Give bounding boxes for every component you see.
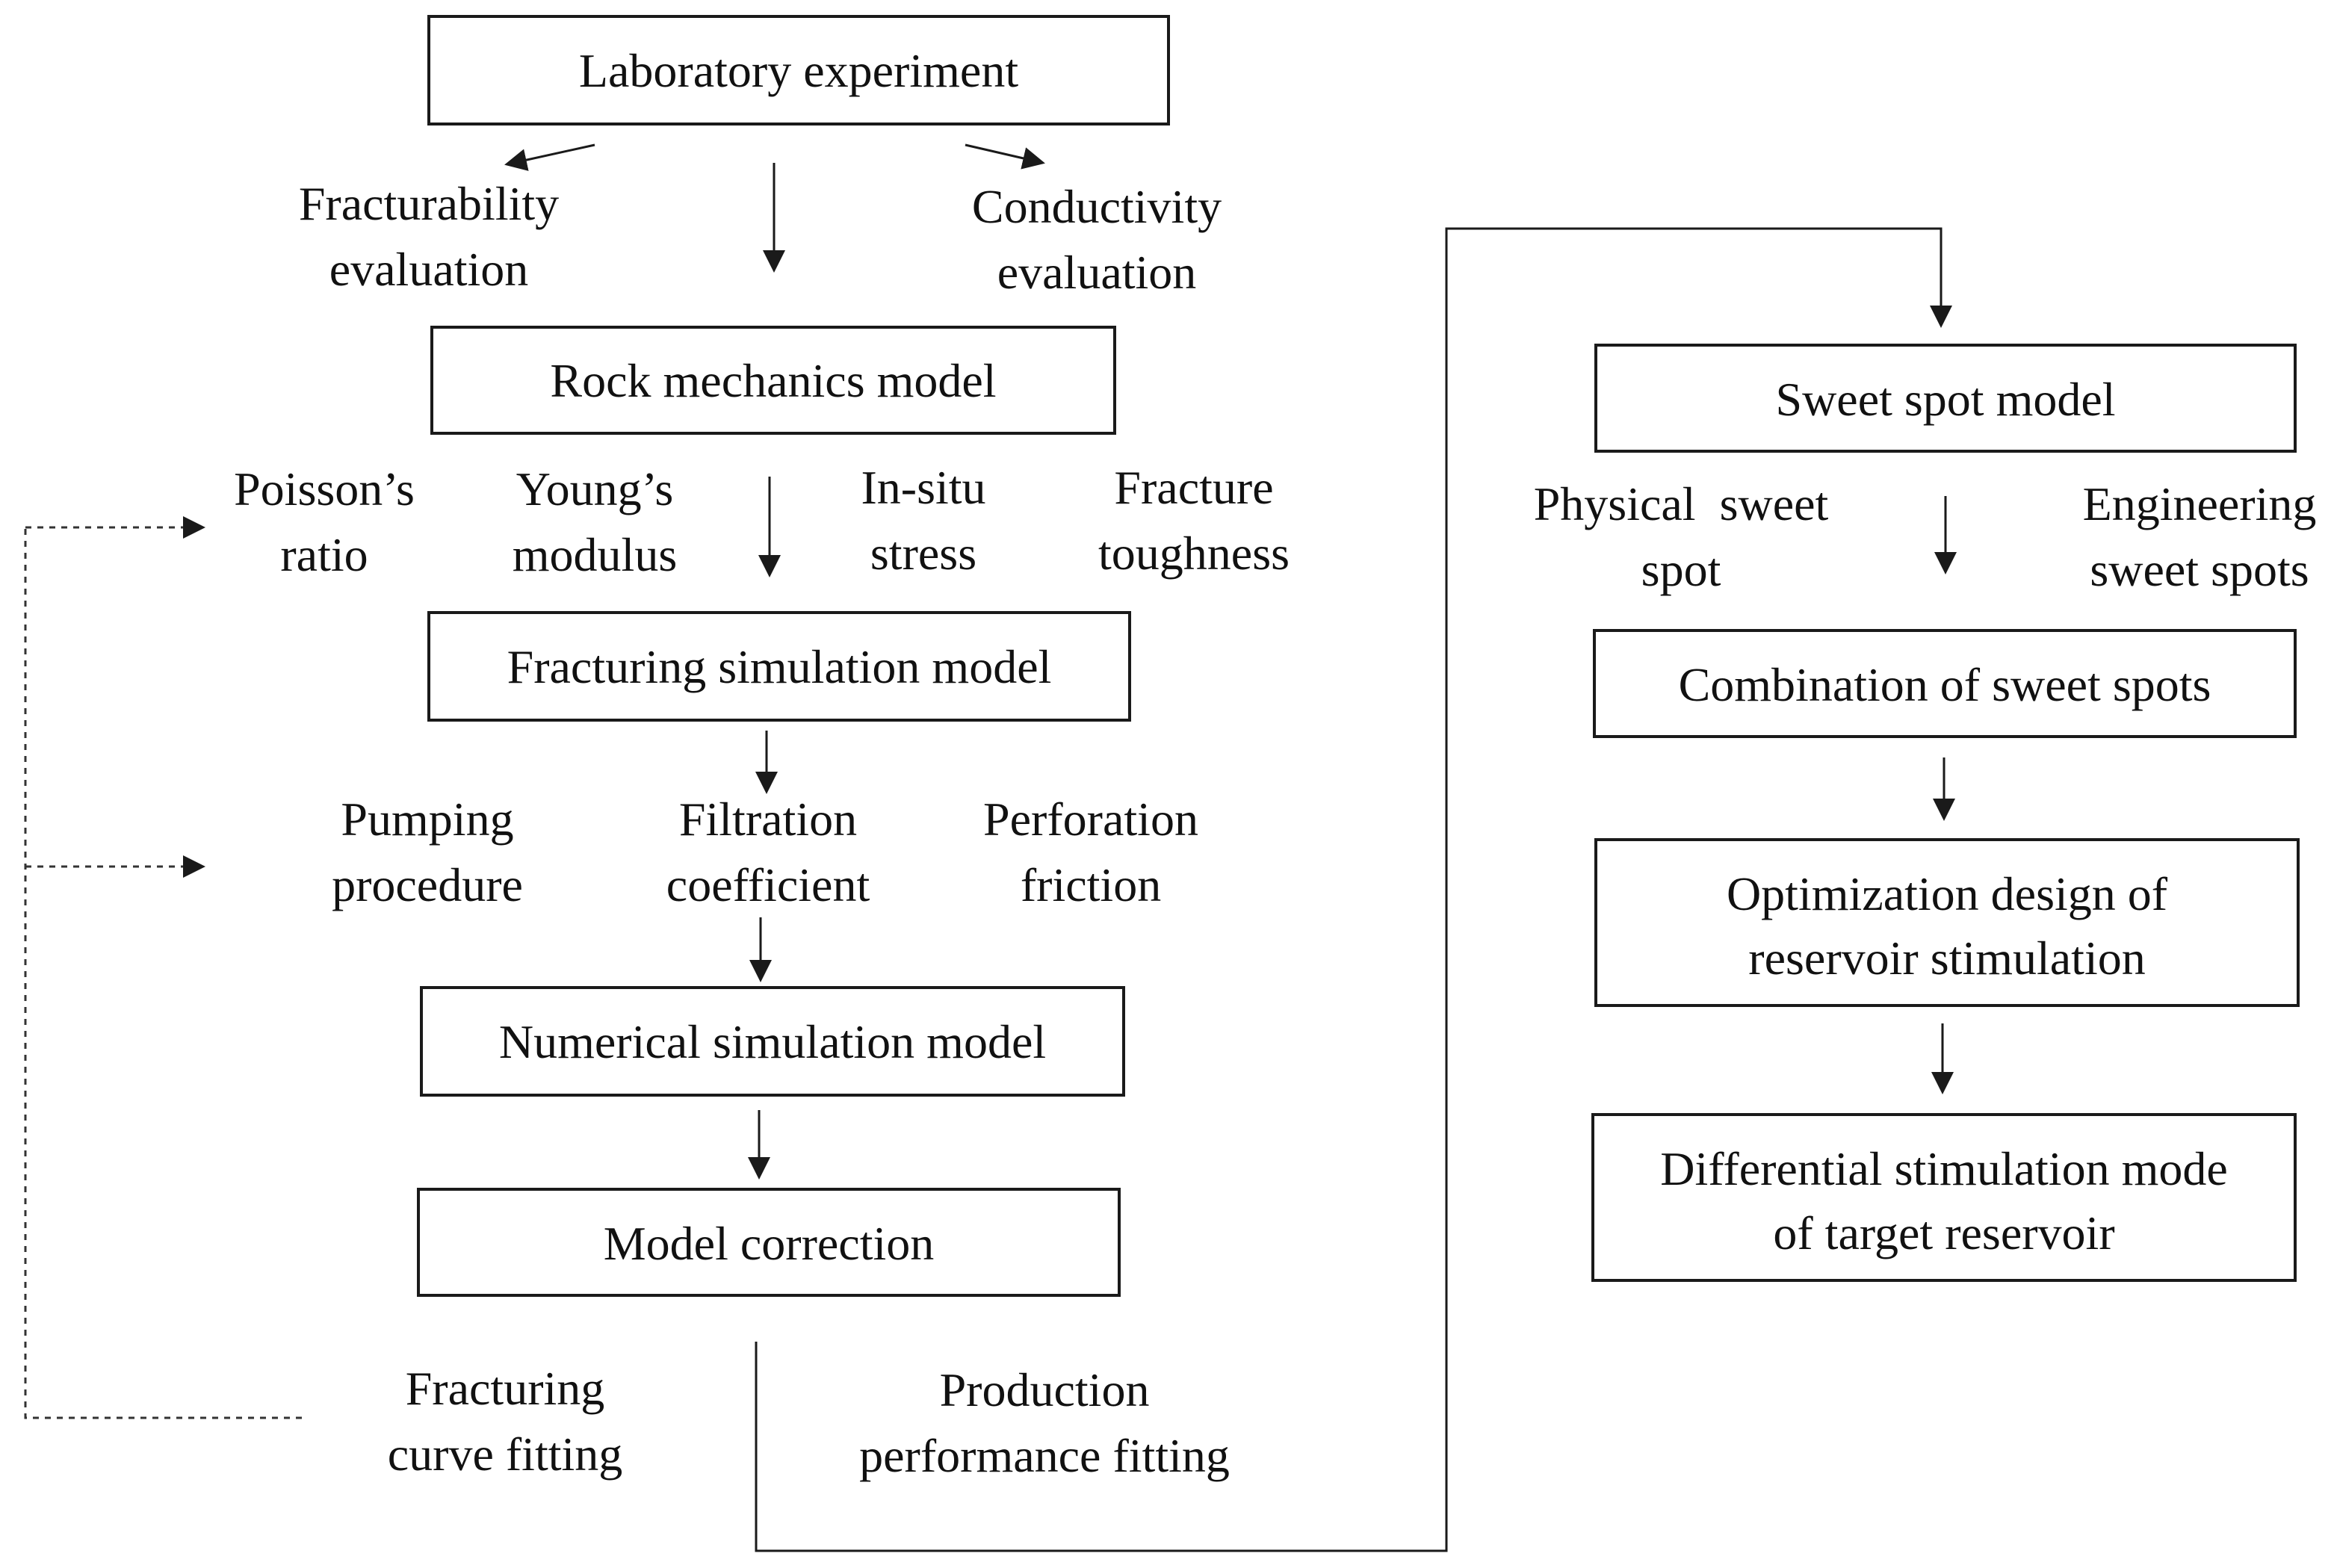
optimization-design-label-line2: reservoir stimulation bbox=[1748, 932, 2145, 985]
pumping-procedure-text: Pumping procedure bbox=[332, 793, 523, 911]
differential-stimulation-label-line2: of target reservoir bbox=[1773, 1206, 2114, 1259]
filtration-line2: coefficient bbox=[666, 858, 870, 911]
conductivity-evaluation-text: Conductivity evaluation bbox=[972, 180, 1222, 299]
poisson-line1: Poisson’s bbox=[234, 462, 415, 515]
differential-stimulation-label-line1: Differential stimulation mode bbox=[1660, 1142, 2228, 1195]
young-line1: Young’s bbox=[516, 462, 674, 515]
engineering-sweet-line2: sweet spots bbox=[2090, 543, 2309, 596]
perforation-friction-text: Perforation friction bbox=[983, 793, 1198, 911]
arrow-lab-to-fracturability bbox=[504, 143, 595, 171]
fracture-toughness-text: Fracture toughness bbox=[1098, 461, 1290, 580]
young-line2: modulus bbox=[513, 528, 677, 581]
fracturability-evaluation-text: Fracturability evaluation bbox=[299, 177, 559, 296]
dashed-feedback-loop bbox=[24, 527, 302, 1419]
arrow-lab-to-conductivity bbox=[965, 143, 1045, 170]
toughness-line1: Fracture bbox=[1114, 461, 1273, 514]
insitu-line1: In-situ bbox=[861, 461, 985, 514]
curve-fit-line1: Fracturing bbox=[406, 1362, 605, 1415]
pumping-line2: procedure bbox=[332, 858, 523, 911]
insitu-line2: stress bbox=[870, 527, 976, 580]
optimization-design-box: Optimization design of reservoir stimula… bbox=[1594, 838, 2300, 1007]
production-fit-line2: performance fitting bbox=[859, 1429, 1230, 1482]
physical-sweet-line1: Physical sweet bbox=[1534, 477, 1829, 530]
perforation-line2: friction bbox=[1021, 858, 1161, 911]
fracturing-simulation-model-label: Fracturing simulation model bbox=[507, 640, 1052, 693]
numerical-simulation-model-label: Numerical simulation model bbox=[499, 1015, 1046, 1068]
poissons-ratio-text: Poisson’s ratio bbox=[234, 462, 415, 581]
perforation-line1: Perforation bbox=[983, 793, 1198, 846]
toughness-line2: toughness bbox=[1098, 527, 1290, 580]
laboratory-experiment-label: Laboratory experiment bbox=[579, 44, 1018, 97]
engineering-sweet-line1: Engineering bbox=[2083, 477, 2317, 530]
conductivity-line2: evaluation bbox=[997, 246, 1197, 299]
filtration-line1: Filtration bbox=[679, 793, 857, 846]
fracturability-line1: Fracturability bbox=[299, 177, 559, 230]
rock-mechanics-model-label: Rock mechanics model bbox=[550, 354, 996, 407]
sweet-spot-model-box: Sweet spot model bbox=[1594, 344, 2297, 453]
combination-of-sweet-spots-label: Combination of sweet spots bbox=[1679, 658, 2211, 711]
connector-production-to-sweet-spot bbox=[755, 227, 1952, 1552]
physical-sweet-line2: spot bbox=[1641, 543, 1721, 596]
youngs-modulus-text: Young’s modulus bbox=[513, 462, 677, 581]
engineering-sweet-spots-text: Engineering sweet spots bbox=[2083, 477, 2317, 596]
fracturing-simulation-model-box: Fracturing simulation model bbox=[427, 611, 1131, 722]
laboratory-experiment-box: Laboratory experiment bbox=[427, 15, 1170, 125]
conductivity-line1: Conductivity bbox=[972, 180, 1222, 233]
filtration-coefficient-text: Filtration coefficient bbox=[666, 793, 870, 911]
rock-mechanics-model-box: Rock mechanics model bbox=[430, 326, 1116, 435]
fracturing-curve-fitting-text: Fracturing curve fitting bbox=[388, 1362, 623, 1481]
poisson-line2: ratio bbox=[280, 528, 368, 581]
combination-of-sweet-spots-box: Combination of sweet spots bbox=[1593, 629, 2297, 738]
in-situ-stress-text: In-situ stress bbox=[861, 461, 985, 580]
curve-fit-line2: curve fitting bbox=[388, 1428, 623, 1481]
optimization-design-label-line1: Optimization design of bbox=[1727, 867, 2168, 920]
physical-sweet-spot-text: Physical sweet spot bbox=[1534, 477, 1829, 596]
pumping-line1: Pumping bbox=[341, 793, 513, 846]
numerical-simulation-model-box: Numerical simulation model bbox=[420, 986, 1125, 1097]
sweet-spot-model-label: Sweet spot model bbox=[1775, 373, 2115, 426]
model-correction-box: Model correction bbox=[417, 1188, 1121, 1297]
production-fit-line1: Production bbox=[940, 1363, 1150, 1416]
fracturability-line2: evaluation bbox=[329, 243, 529, 296]
differential-stimulation-box: Differential stimulation mode of target … bbox=[1591, 1113, 2297, 1282]
model-correction-label: Model correction bbox=[604, 1217, 935, 1270]
production-performance-fitting-text: Production performance fitting bbox=[859, 1363, 1230, 1482]
